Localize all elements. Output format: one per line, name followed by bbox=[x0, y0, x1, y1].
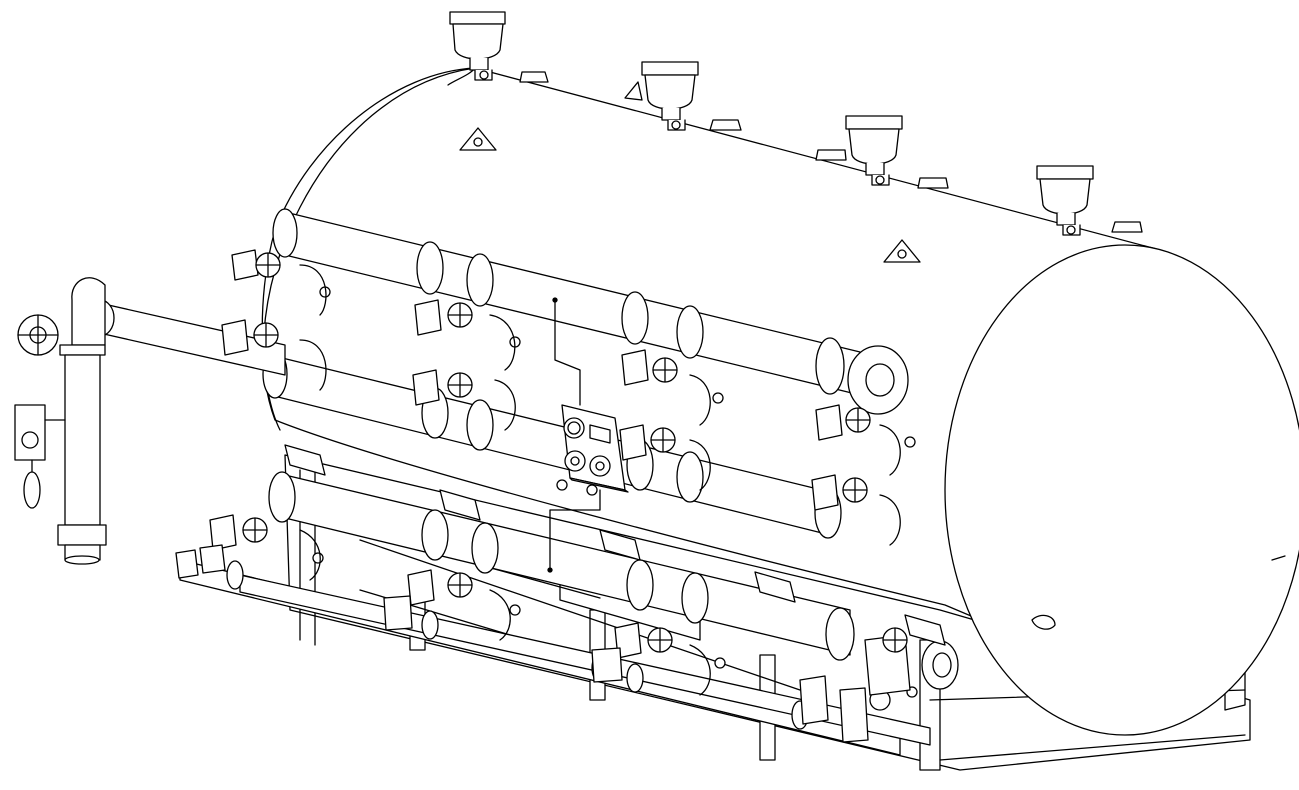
upper-header-pipe bbox=[273, 209, 908, 414]
side-strainer bbox=[15, 315, 106, 564]
control-panel bbox=[548, 298, 628, 572]
lower-header-pipe bbox=[269, 472, 854, 660]
valve-lower-3 bbox=[408, 570, 520, 615]
inlet-pipe bbox=[72, 278, 285, 375]
vessel-end-cap bbox=[945, 245, 1299, 735]
lifting-lug-left bbox=[460, 128, 496, 150]
elbows-left bbox=[300, 265, 900, 695]
funnel-2 bbox=[642, 62, 698, 130]
valve-lower-5 bbox=[615, 623, 725, 668]
valve-mid-1 bbox=[415, 300, 520, 347]
funnel-3 bbox=[846, 116, 902, 185]
valve-right-2 bbox=[812, 475, 867, 510]
valve-mid-3 bbox=[622, 350, 723, 403]
valve-mid-2 bbox=[413, 370, 472, 405]
top-fittings bbox=[520, 72, 1142, 232]
valve-mid-4 bbox=[620, 425, 675, 460]
valve-lower-6 bbox=[592, 648, 622, 682]
valve-right-1 bbox=[816, 405, 915, 447]
saddle-supports bbox=[285, 445, 945, 645]
lifting-lug-right bbox=[884, 240, 920, 262]
valve-lower-2 bbox=[176, 545, 225, 578]
funnel-1 bbox=[450, 12, 505, 80]
valve-lower-4 bbox=[384, 596, 412, 630]
valve-upper-2 bbox=[222, 320, 278, 355]
funnel-4 bbox=[1037, 166, 1093, 235]
valve-outlet-2 bbox=[865, 628, 958, 695]
valve-upper-1 bbox=[232, 250, 330, 297]
